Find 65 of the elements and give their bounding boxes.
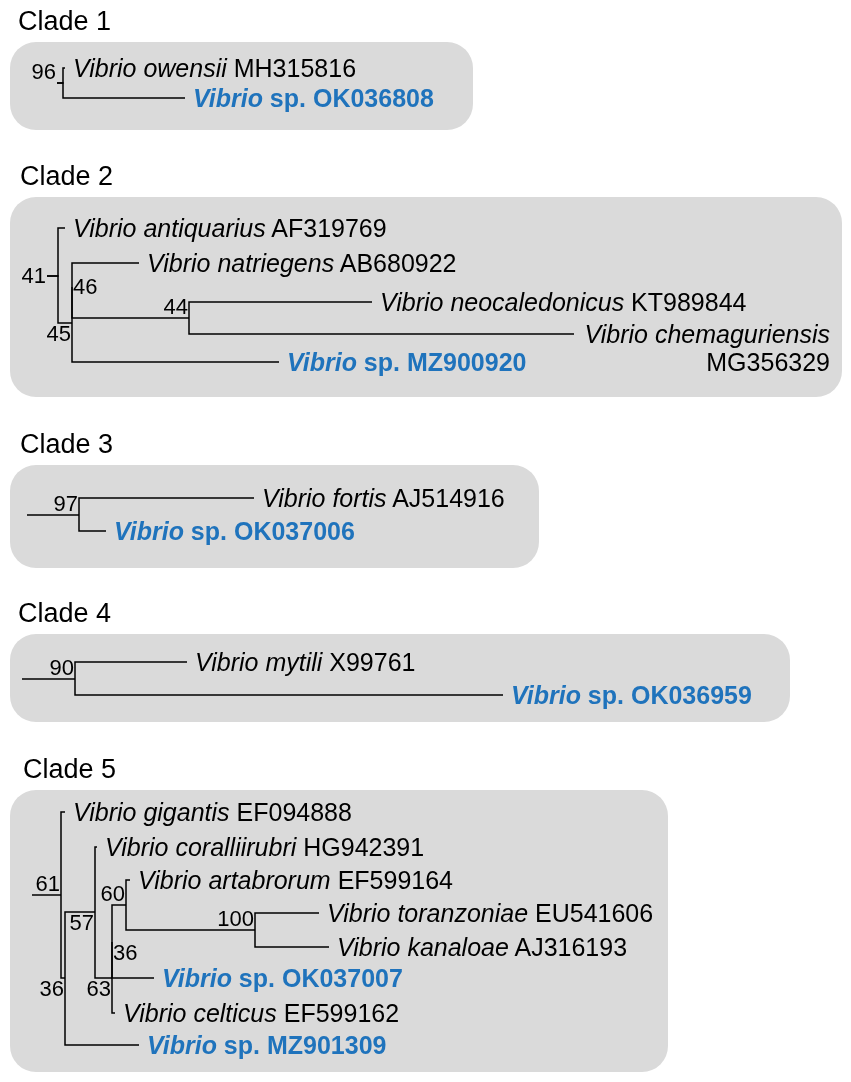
tree-branch	[125, 904, 256, 931]
tree-branch	[31, 894, 62, 896]
tree-branch	[74, 661, 188, 680]
taxon-label: Vibrio sp. OK037006	[106, 517, 355, 545]
tree-branch	[125, 879, 131, 906]
tree-branch	[74, 678, 504, 696]
bootstrap-value: 97	[52, 493, 79, 515]
tree-branch	[71, 286, 190, 319]
tree-branch	[46, 275, 73, 324]
clade-heading: Clade 1	[18, 6, 112, 36]
bootstrap-value: 90	[48, 657, 75, 679]
bootstrap-value: 46	[72, 276, 99, 298]
tree-branch	[56, 82, 186, 99]
tree-branch	[78, 497, 255, 516]
tree-branch	[188, 317, 575, 335]
taxon-label: Vibrio natriegens AB680922	[139, 249, 457, 277]
bootstrap-value: 63	[85, 978, 112, 1000]
taxon-label: Vibrio sp. OK037007	[154, 964, 403, 992]
taxon-label: Vibrio sp. MZ900920	[279, 348, 527, 376]
taxon-label: Vibrio mytili X99761	[187, 648, 416, 676]
tree-branch	[60, 811, 66, 896]
bootstrap-value: 96	[30, 61, 57, 83]
taxon-label: Vibrio sp. MZ901309	[139, 1031, 387, 1059]
taxon-label: Vibrio fortis AJ514916	[254, 484, 505, 512]
tree-branch	[254, 912, 320, 931]
taxon-label: Vibrio celticus EF599162	[115, 999, 400, 1027]
taxon-label: Vibrio toranzoniae EU541606	[319, 899, 654, 927]
bootstrap-value: 60	[99, 883, 126, 905]
clade-heading: Clade 3	[20, 429, 114, 459]
taxon-label: Vibrio sp. OK036959	[503, 681, 752, 709]
bootstrap-value: 61	[34, 873, 61, 895]
tree-branch	[64, 911, 96, 979]
tree-branch	[111, 977, 116, 1014]
tree-branch	[78, 514, 107, 532]
bootstrap-value: 36	[112, 942, 139, 964]
taxon-label: Vibrio antiquarius AF319769	[65, 214, 387, 242]
tree-branch	[71, 322, 280, 363]
bootstrap-value: 41	[20, 265, 47, 287]
taxon-label: Vibrio chemaguriensis MG356329	[574, 320, 830, 376]
tree-branch	[64, 977, 140, 1046]
tree-branch	[60, 894, 66, 979]
taxon-label: Vibrio gigantis EF094888	[65, 798, 352, 826]
tree-branch	[254, 929, 330, 948]
clade-heading: Clade 4	[18, 598, 112, 628]
tree-branch	[111, 904, 127, 943]
bootstrap-value: 57	[68, 912, 95, 934]
tree-branch	[111, 941, 155, 979]
taxon-label: Vibrio artabrorum EF599164	[130, 866, 453, 894]
tree-branch	[26, 514, 80, 516]
tree-branch	[71, 262, 140, 288]
bootstrap-value: 45	[45, 323, 72, 345]
taxon-label: Vibrio kanaloae AJ316193	[329, 933, 628, 961]
bootstrap-value: 44	[162, 296, 189, 318]
tree-branch	[94, 846, 98, 913]
tree-branch	[94, 911, 113, 979]
tree-branch	[21, 678, 76, 680]
tree-branch	[188, 301, 373, 319]
taxon-label: Vibrio neocaledonicus KT989844	[372, 288, 747, 316]
taxon-label: Vibrio coralliirubri HG942391	[97, 833, 425, 861]
taxon-label: Vibrio owensii MH315816	[65, 54, 357, 82]
bootstrap-value: 100	[216, 908, 255, 930]
bootstrap-value: 36	[38, 978, 65, 1000]
taxon-label: Vibrio sp. OK036808	[185, 84, 434, 112]
clade-heading: Clade 5	[23, 754, 117, 784]
clade-heading: Clade 2	[20, 161, 114, 191]
